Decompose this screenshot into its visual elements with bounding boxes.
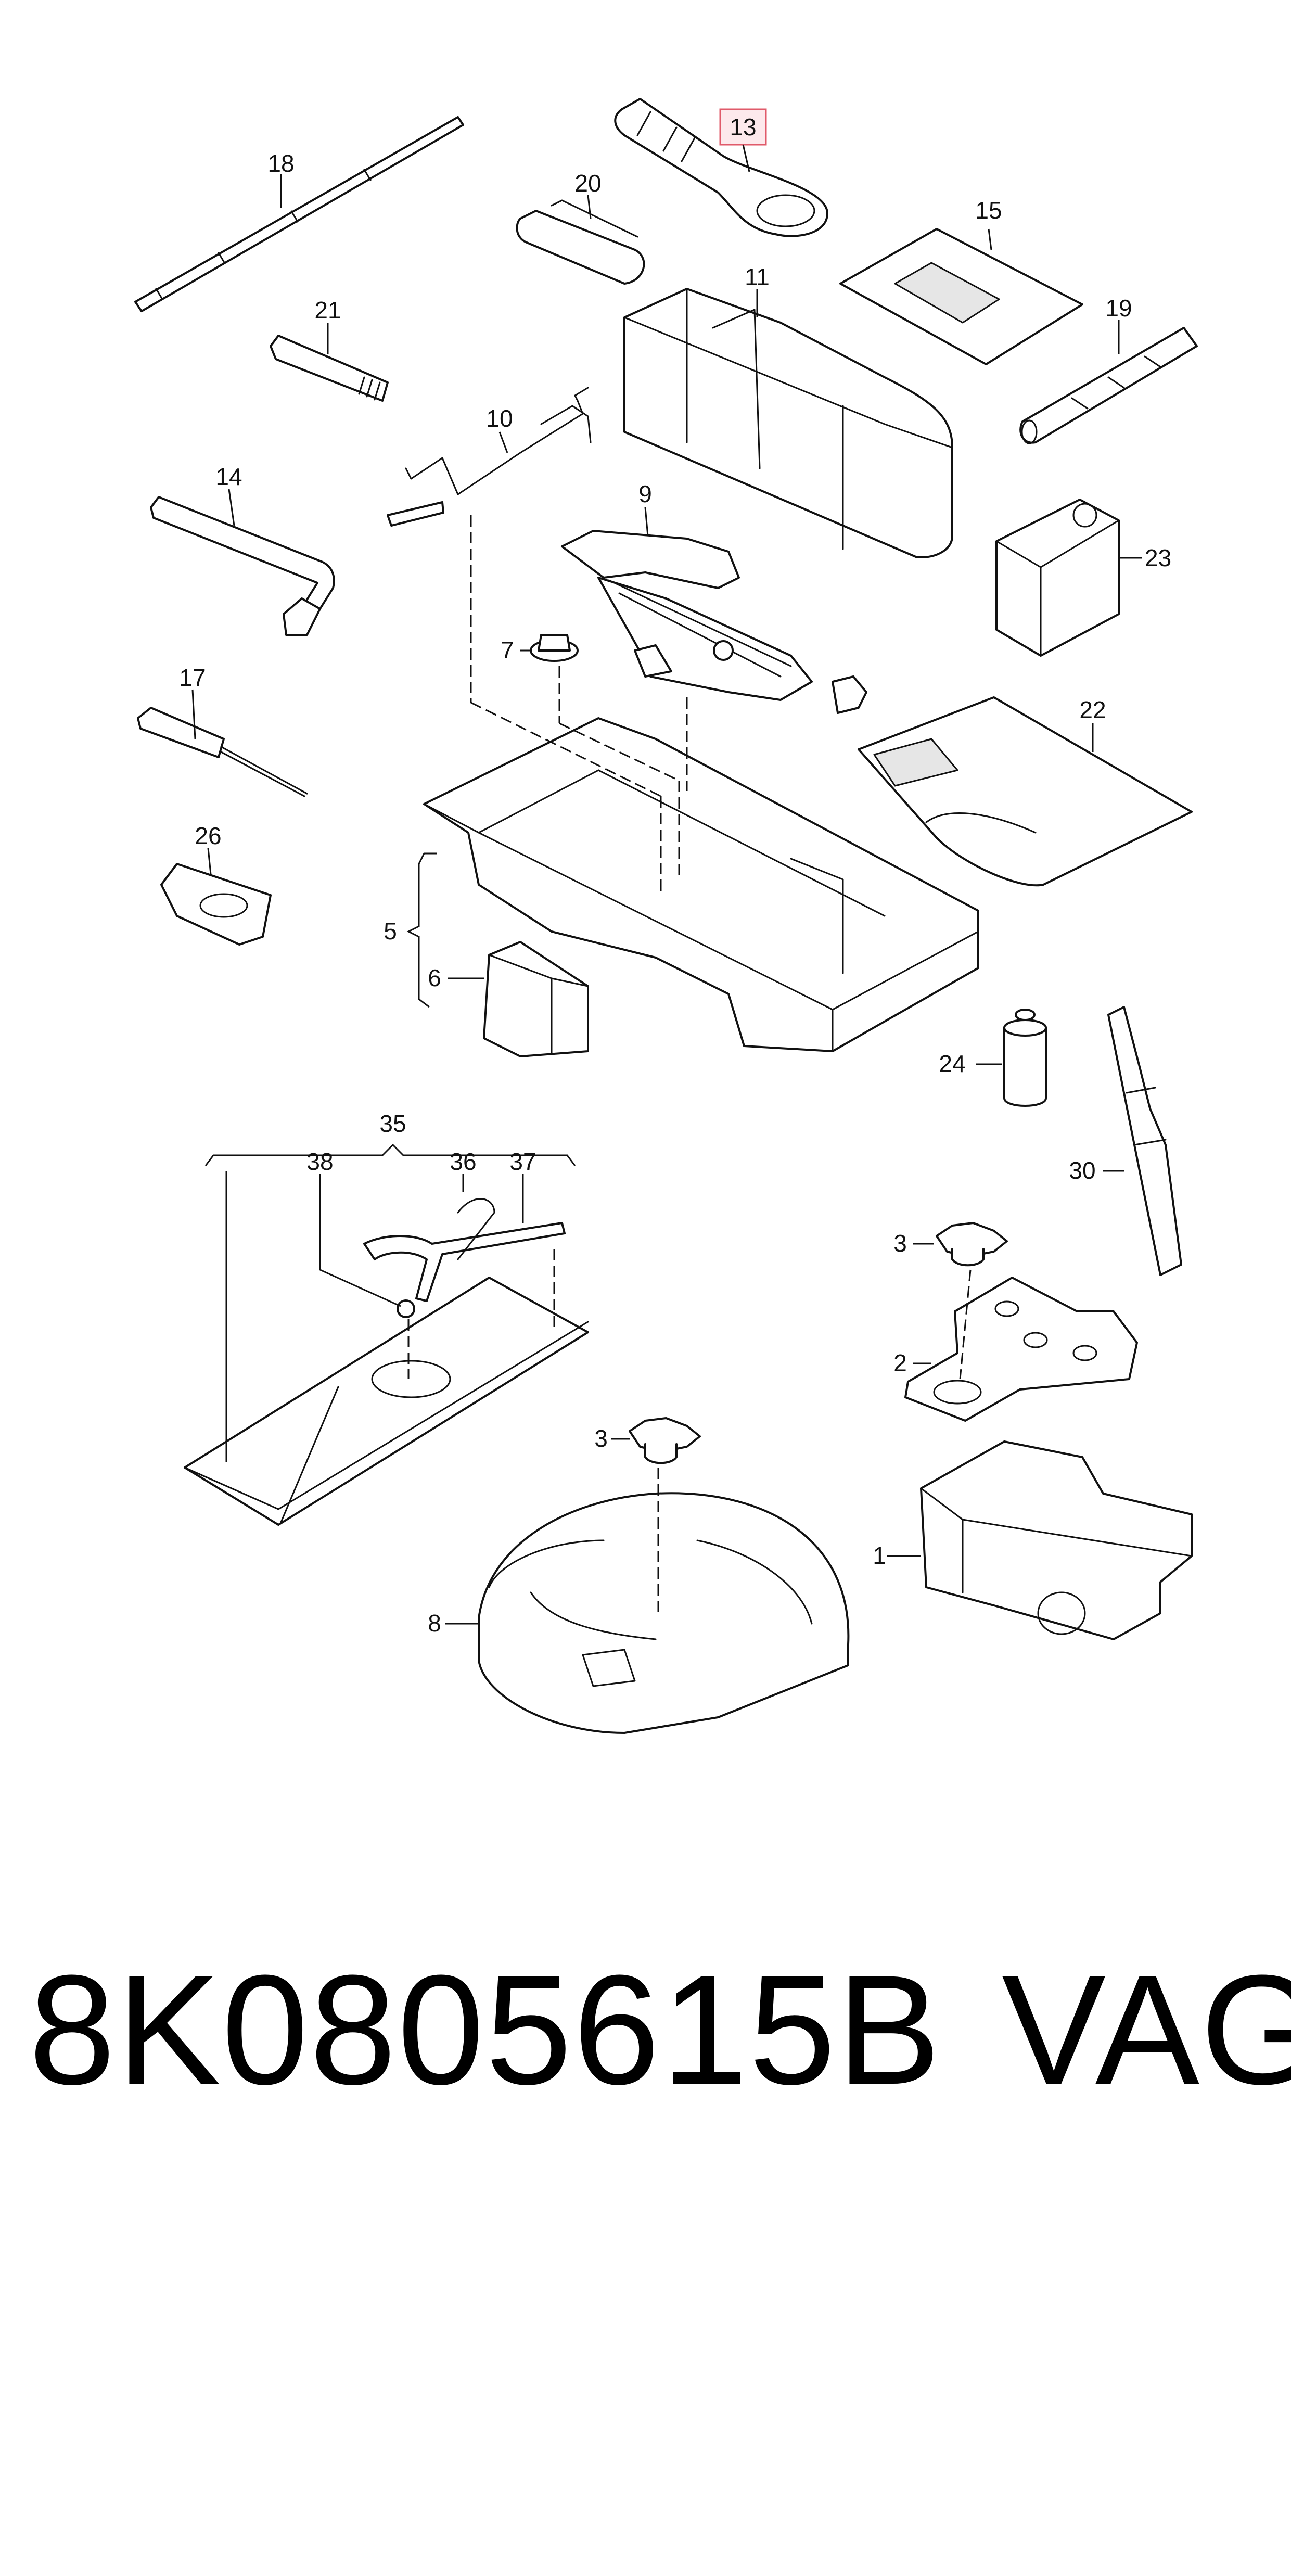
wheel-wrench-part [150, 496, 335, 636]
callout-6: 6 [428, 964, 441, 991]
callout-24: 24 [939, 1050, 965, 1077]
brand-text: VAG [1002, 1942, 1291, 2117]
callout-7: 7 [501, 636, 514, 664]
knob-part-a [936, 1222, 1008, 1267]
callout-26: 26 [195, 822, 221, 849]
pouch-part [858, 696, 1193, 887]
pin-part [270, 335, 389, 402]
callout-37: 37 [509, 1148, 536, 1175]
clip-part [516, 199, 645, 285]
callout-18: 18 [267, 150, 294, 177]
callout-5: 5 [384, 917, 397, 945]
callout-3-lower: 3 [594, 1425, 608, 1452]
caption: 8K0805615B VAG [29, 1920, 1291, 2139]
callout-1: 1 [873, 1542, 886, 1569]
nut-part [530, 634, 579, 662]
knob-part-b [629, 1417, 701, 1464]
parts-exploded-diagram: 13 18 20 15 11 19 21 10 14 9 23 7 17 22 … [134, 98, 1198, 1734]
mat-part [839, 228, 1083, 365]
spanner-kit-part [184, 1198, 589, 1526]
foam-block-part [483, 941, 589, 1057]
callout-11: 11 [745, 263, 770, 290]
bracket-part [904, 1277, 1138, 1422]
callout-17: 17 [179, 664, 206, 691]
crank-handle-part [387, 387, 592, 527]
callout-20: 20 [574, 170, 601, 197]
callout-3-upper: 3 [893, 1230, 907, 1257]
highlight-box [719, 108, 767, 146]
foam-insert-part [478, 1492, 850, 1734]
callout-36: 36 [450, 1148, 476, 1175]
callout-14: 14 [215, 463, 242, 490]
callout-21: 21 [314, 297, 341, 324]
callout-23: 23 [1145, 544, 1171, 571]
screwdriver-part [137, 707, 308, 797]
rod-part [134, 116, 464, 312]
callout-2: 2 [893, 1349, 907, 1376]
socket-part [1019, 327, 1198, 444]
part-number-text: 8K0805615B [29, 1942, 942, 2117]
strap-part [1107, 1006, 1182, 1276]
callout-30: 30 [1069, 1157, 1095, 1184]
callout-10: 10 [486, 405, 513, 432]
callout-9: 9 [638, 480, 652, 507]
callout-38: 38 [306, 1148, 333, 1175]
scissor-jack-part [561, 530, 867, 714]
box-part [995, 499, 1120, 657]
callout-22: 22 [1079, 696, 1106, 723]
callout-13: 13 [730, 113, 756, 141]
towing-eye-part [614, 98, 828, 237]
adapter-part [160, 863, 272, 946]
callout-8: 8 [428, 1610, 441, 1637]
callout-35: 35 [379, 1110, 406, 1137]
can-part [1003, 1009, 1047, 1107]
callout-19: 19 [1105, 295, 1132, 322]
callout-15: 15 [975, 197, 1002, 224]
foam-case-part [623, 288, 953, 558]
well-tray-part [920, 1440, 1193, 1640]
tray-part [423, 717, 979, 1052]
